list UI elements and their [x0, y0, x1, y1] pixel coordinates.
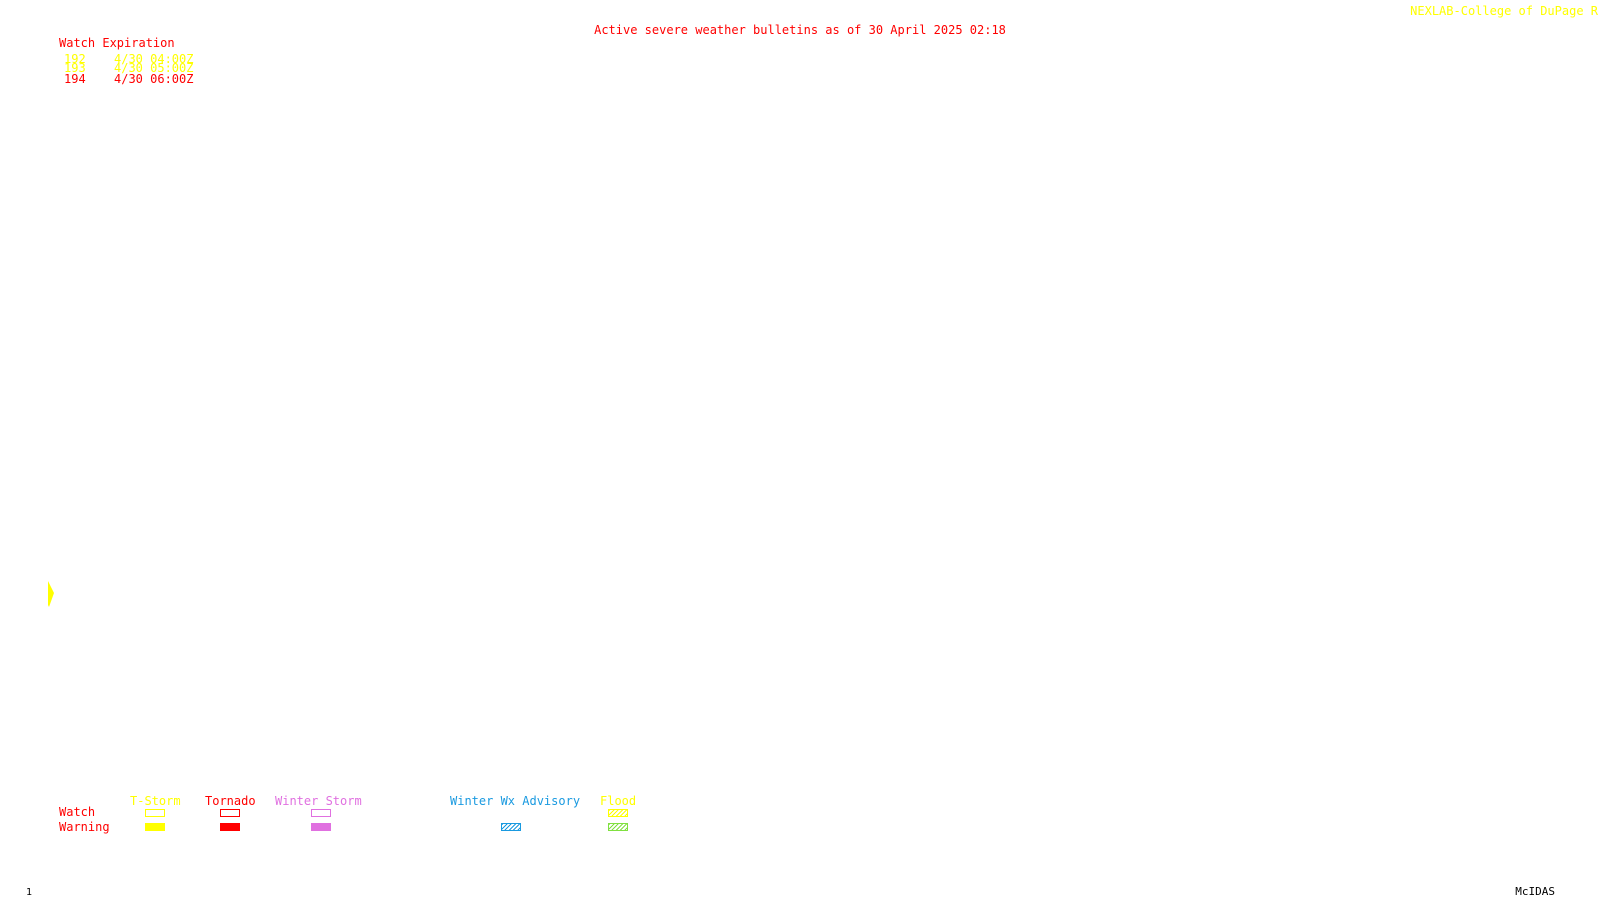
- legend-swatch: [145, 823, 165, 831]
- watch-row: 193 4/30 05:00Z: [64, 62, 193, 74]
- legend-swatch: [501, 823, 521, 831]
- bulletin-title: Active severe weather bulletins as of 30…: [594, 23, 1006, 37]
- legend-swatch: [145, 809, 165, 817]
- watch-number: 193: [64, 61, 86, 75]
- software-label: McIDAS: [1515, 885, 1555, 898]
- watch-polygon: [48, 581, 54, 607]
- watch-number: 192: [64, 52, 86, 66]
- legend-swatch: [311, 809, 331, 817]
- legend-swatch: [311, 823, 331, 831]
- credit-label: NEXLAB-College of DuPage R: [1410, 4, 1598, 18]
- legend-label-tstorm: T-Storm: [130, 794, 181, 808]
- legend-swatch: [608, 823, 628, 831]
- watch-expiration: 4/30 06:00Z: [114, 72, 194, 86]
- frame-number: 1: [26, 887, 33, 898]
- watch-row: 192 4/30 04:00Z: [64, 53, 193, 65]
- legend-label-winter-advisory: Winter Wx Advisory: [450, 794, 581, 808]
- watch-number: 194: [64, 72, 86, 86]
- legend-row-watch: Watch: [59, 805, 96, 819]
- watch-row: 194 4/30 06:00Z: [64, 73, 193, 85]
- legend-swatch: [220, 809, 240, 817]
- watch-expiration: 4/30 05:00Z: [114, 61, 194, 75]
- legend-label-tornado: Tornado: [205, 794, 256, 808]
- legend-swatch: [608, 809, 628, 817]
- watch-table-header: Watch Expiration: [59, 36, 175, 50]
- watch-expiration: 4/30 04:00Z: [114, 52, 194, 66]
- legend-swatch: [220, 823, 240, 831]
- legend-label-flood: Flood: [600, 794, 637, 808]
- legend-label-winter-storm: Winter Storm: [275, 794, 362, 808]
- legend-row-warning: Warning: [59, 820, 110, 834]
